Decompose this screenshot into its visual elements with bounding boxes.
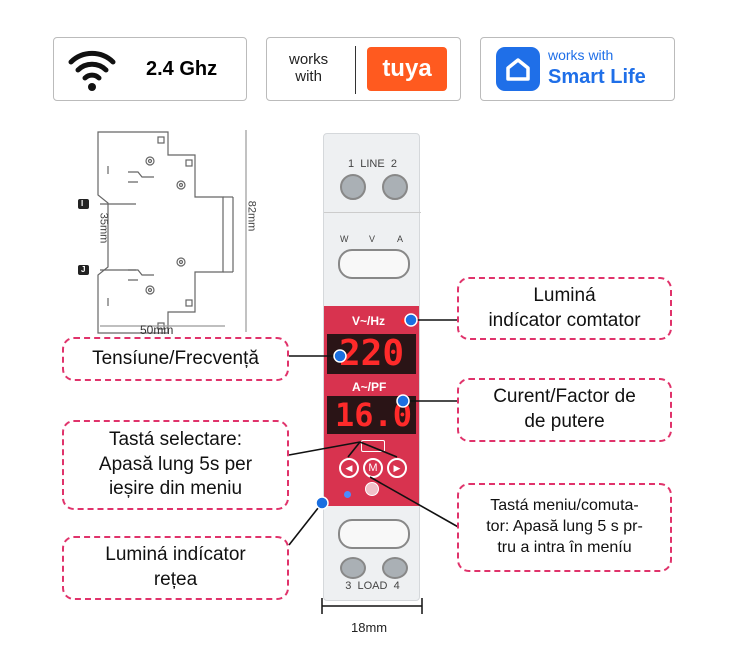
works-label: works xyxy=(289,51,329,68)
reset-button[interactable] xyxy=(365,482,379,496)
voltage-dot xyxy=(333,349,347,363)
terminal-screw-1 xyxy=(340,174,366,200)
wifi-badge: 2.4 Ghz xyxy=(53,37,247,101)
callout-menu-key: Tastá meniu/comuta-tor: Apasă lung 5 s p… xyxy=(457,483,672,572)
with-label: with xyxy=(295,68,322,85)
dimension-drawing xyxy=(78,130,247,334)
smart-life-label: Smart Life xyxy=(548,66,646,88)
terminal-screw-4 xyxy=(382,557,408,579)
counter-led xyxy=(401,318,407,324)
line-terminal-label: 1 LINE 2 xyxy=(348,158,397,170)
device-width-label: 18mm xyxy=(351,620,388,635)
terminal-screw-2 xyxy=(382,174,408,200)
top-clip-slot xyxy=(338,249,410,279)
voltage-frequency-label: V~/Hz xyxy=(352,314,386,328)
wifi-status-icon xyxy=(361,440,385,452)
width-dimension: 50mm xyxy=(140,323,174,337)
mode-w-label: W xyxy=(340,234,349,244)
marker-j: J xyxy=(81,265,86,274)
counter-light-dot xyxy=(404,313,418,327)
network-light-dot xyxy=(315,496,329,510)
callout-voltage-frequency: Tensíune/Frecvență xyxy=(62,337,289,381)
wifi-icon xyxy=(68,50,116,91)
voltage-display: 220 xyxy=(327,334,416,374)
device-width-dimension-line xyxy=(321,598,423,614)
tuya-logo: tuya xyxy=(367,47,447,91)
load-terminal-label: 3 LOAD 4 xyxy=(345,580,400,592)
smartlife-badge: works with Smart Life xyxy=(480,37,675,101)
mode-a-label: A xyxy=(397,234,404,244)
mode-v-label: V xyxy=(369,234,376,244)
current-pf-label: A~/PF xyxy=(352,380,387,394)
menu-button[interactable]: M xyxy=(363,458,383,478)
smartlife-home-icon xyxy=(496,47,540,91)
tuya-badge: works with tuya xyxy=(266,37,461,101)
left-arrow-button[interactable]: ◀ xyxy=(339,458,359,478)
wifi-band-label: 2.4 Ghz xyxy=(146,58,218,80)
marker-i: I xyxy=(81,199,84,208)
network-led xyxy=(344,491,351,498)
right-arrow-button[interactable]: ▶ xyxy=(387,458,407,478)
bottom-clip-slot xyxy=(338,519,410,549)
terminal-screw-3 xyxy=(340,557,366,579)
current-dot xyxy=(396,394,410,408)
works-with-label: works with xyxy=(548,47,614,63)
